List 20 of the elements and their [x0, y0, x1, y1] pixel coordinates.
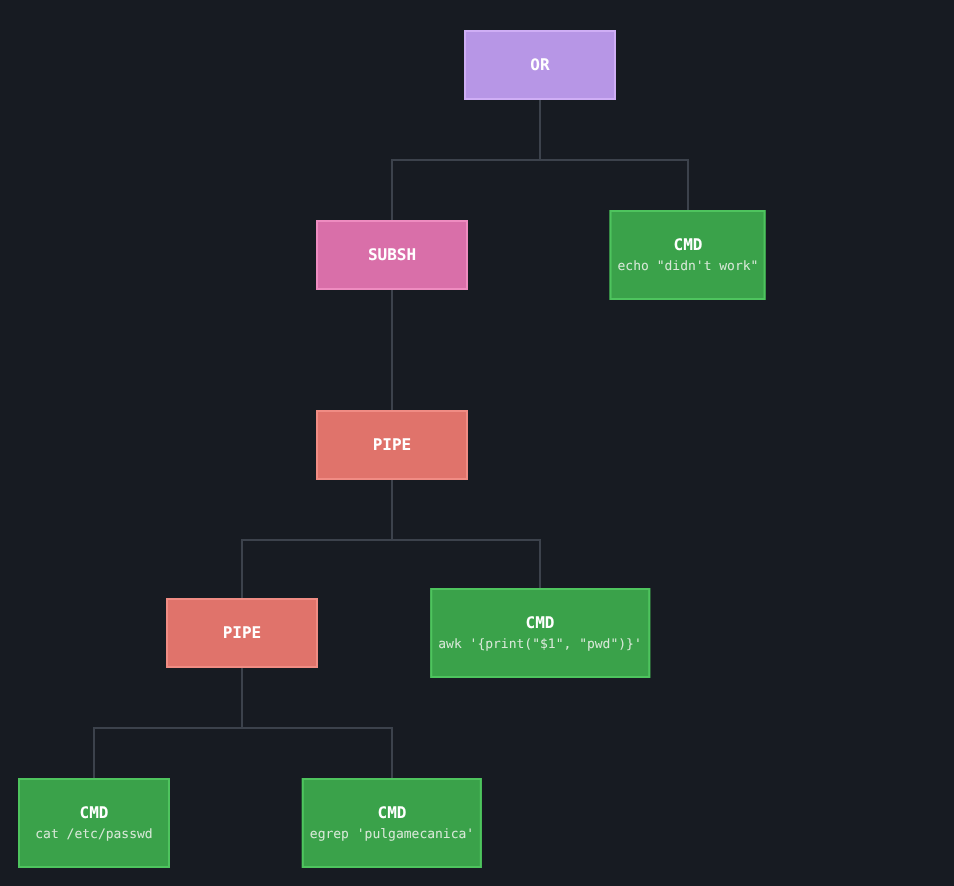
- node-label: CMD: [377, 804, 407, 822]
- node-label: OR: [530, 56, 550, 74]
- node-label: CMD: [525, 614, 555, 632]
- command-box: [609, 210, 767, 300]
- connector-line: [241, 667, 393, 779]
- command-box: [430, 588, 650, 678]
- pipe-box: [166, 598, 318, 668]
- connector-line: [539, 99, 689, 211]
- node-label: PIPE: [372, 436, 412, 454]
- pipe-box: [316, 410, 468, 480]
- command-box: [301, 778, 483, 868]
- node-label: PIPE: [222, 624, 262, 642]
- node-label: SUBSH: [367, 246, 417, 264]
- command-box: [18, 778, 170, 868]
- or-box: [464, 30, 616, 100]
- node-label: CMD: [79, 804, 109, 822]
- subshell-box: [316, 220, 468, 290]
- node-label: CMD: [673, 236, 703, 254]
- connector-line: [391, 289, 393, 411]
- connector-line: [391, 479, 541, 589]
